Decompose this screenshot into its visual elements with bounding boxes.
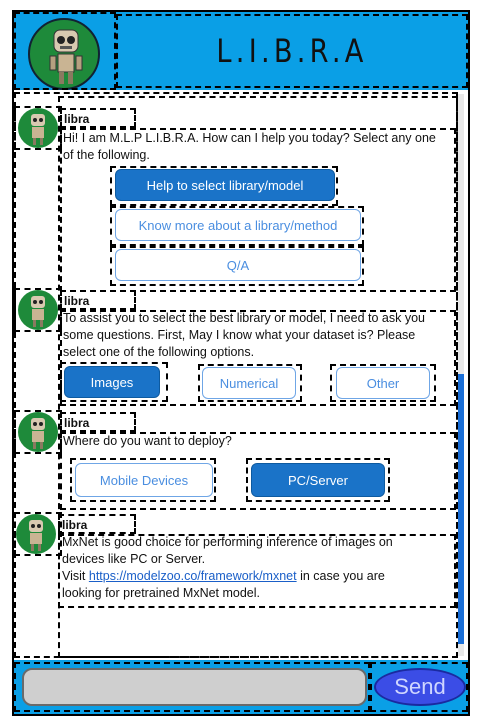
app-title: L.I.B.R.A [216, 32, 368, 70]
message-box [60, 432, 456, 510]
libra-avatar-icon [18, 290, 58, 330]
numerical-button[interactable]: Numerical [202, 367, 296, 399]
message-text: To assist you to select the best library… [63, 311, 425, 359]
pc-server-button[interactable]: PC/Server [251, 463, 385, 497]
option-outline [70, 458, 216, 502]
sender-name: libra [64, 294, 90, 308]
avatar-box [14, 410, 62, 454]
libra-avatar-icon [18, 412, 58, 452]
chat-scrollbar[interactable] [458, 94, 464, 656]
avatar-box [14, 106, 62, 150]
sender-name: libra [64, 112, 90, 126]
libra-avatar-icon [16, 514, 56, 554]
message-box [60, 310, 456, 406]
sender-name: libra [62, 518, 88, 532]
logo-box [14, 12, 116, 90]
know-more-button[interactable]: Know more about a library/method [115, 209, 361, 241]
option-outline [60, 362, 168, 402]
message-line: Visit https://modelzoo.co/framework/mxne… [62, 568, 452, 585]
message-line: MxNet is good choice for performing infe… [62, 535, 393, 549]
sender-box [60, 290, 136, 310]
message-box [58, 534, 456, 608]
send-outline [370, 662, 468, 712]
option-outline [110, 246, 364, 286]
sender-box [60, 108, 136, 128]
other-button[interactable]: Other [336, 367, 430, 399]
title-box [116, 14, 468, 88]
message-line: looking for pretrained MxNet model. [62, 586, 261, 600]
message-input[interactable] [22, 668, 367, 706]
message-text: Where do you want to deploy? [63, 434, 232, 448]
message-text: Hi! I am M.L.P L.I.B.R.A. How can I help… [63, 131, 436, 162]
option-outline [330, 364, 436, 402]
sender-name: libra [64, 416, 90, 430]
qa-button[interactable]: Q/A [115, 249, 361, 281]
avatar-box [14, 512, 62, 556]
option-outline [198, 364, 302, 402]
option-outline [110, 166, 338, 206]
mxnet-link[interactable]: https://modelzoo.co/framework/mxnet [88, 569, 297, 583]
images-button[interactable]: Images [64, 366, 160, 398]
message-column-outline [58, 96, 458, 658]
message-text: MxNet is good choice for performing infe… [62, 534, 452, 602]
mobile-devices-button[interactable]: Mobile Devices [75, 463, 213, 497]
input-outline [14, 662, 370, 712]
visit-prefix: Visit [62, 569, 89, 583]
scrollbar-thumb[interactable] [458, 374, 464, 644]
avatar-box [14, 288, 62, 332]
libra-avatar-icon [18, 108, 58, 148]
option-outline [246, 458, 390, 502]
option-outline [110, 206, 364, 246]
visit-suffix: in case you are [296, 569, 385, 583]
message-line: devices like PC or Server. [62, 552, 206, 566]
help-select-library-button[interactable]: Help to select library/model [115, 169, 335, 201]
send-button[interactable]: Send [374, 668, 466, 706]
message-box [60, 128, 456, 292]
sender-box [58, 514, 136, 534]
sender-box [60, 412, 136, 432]
